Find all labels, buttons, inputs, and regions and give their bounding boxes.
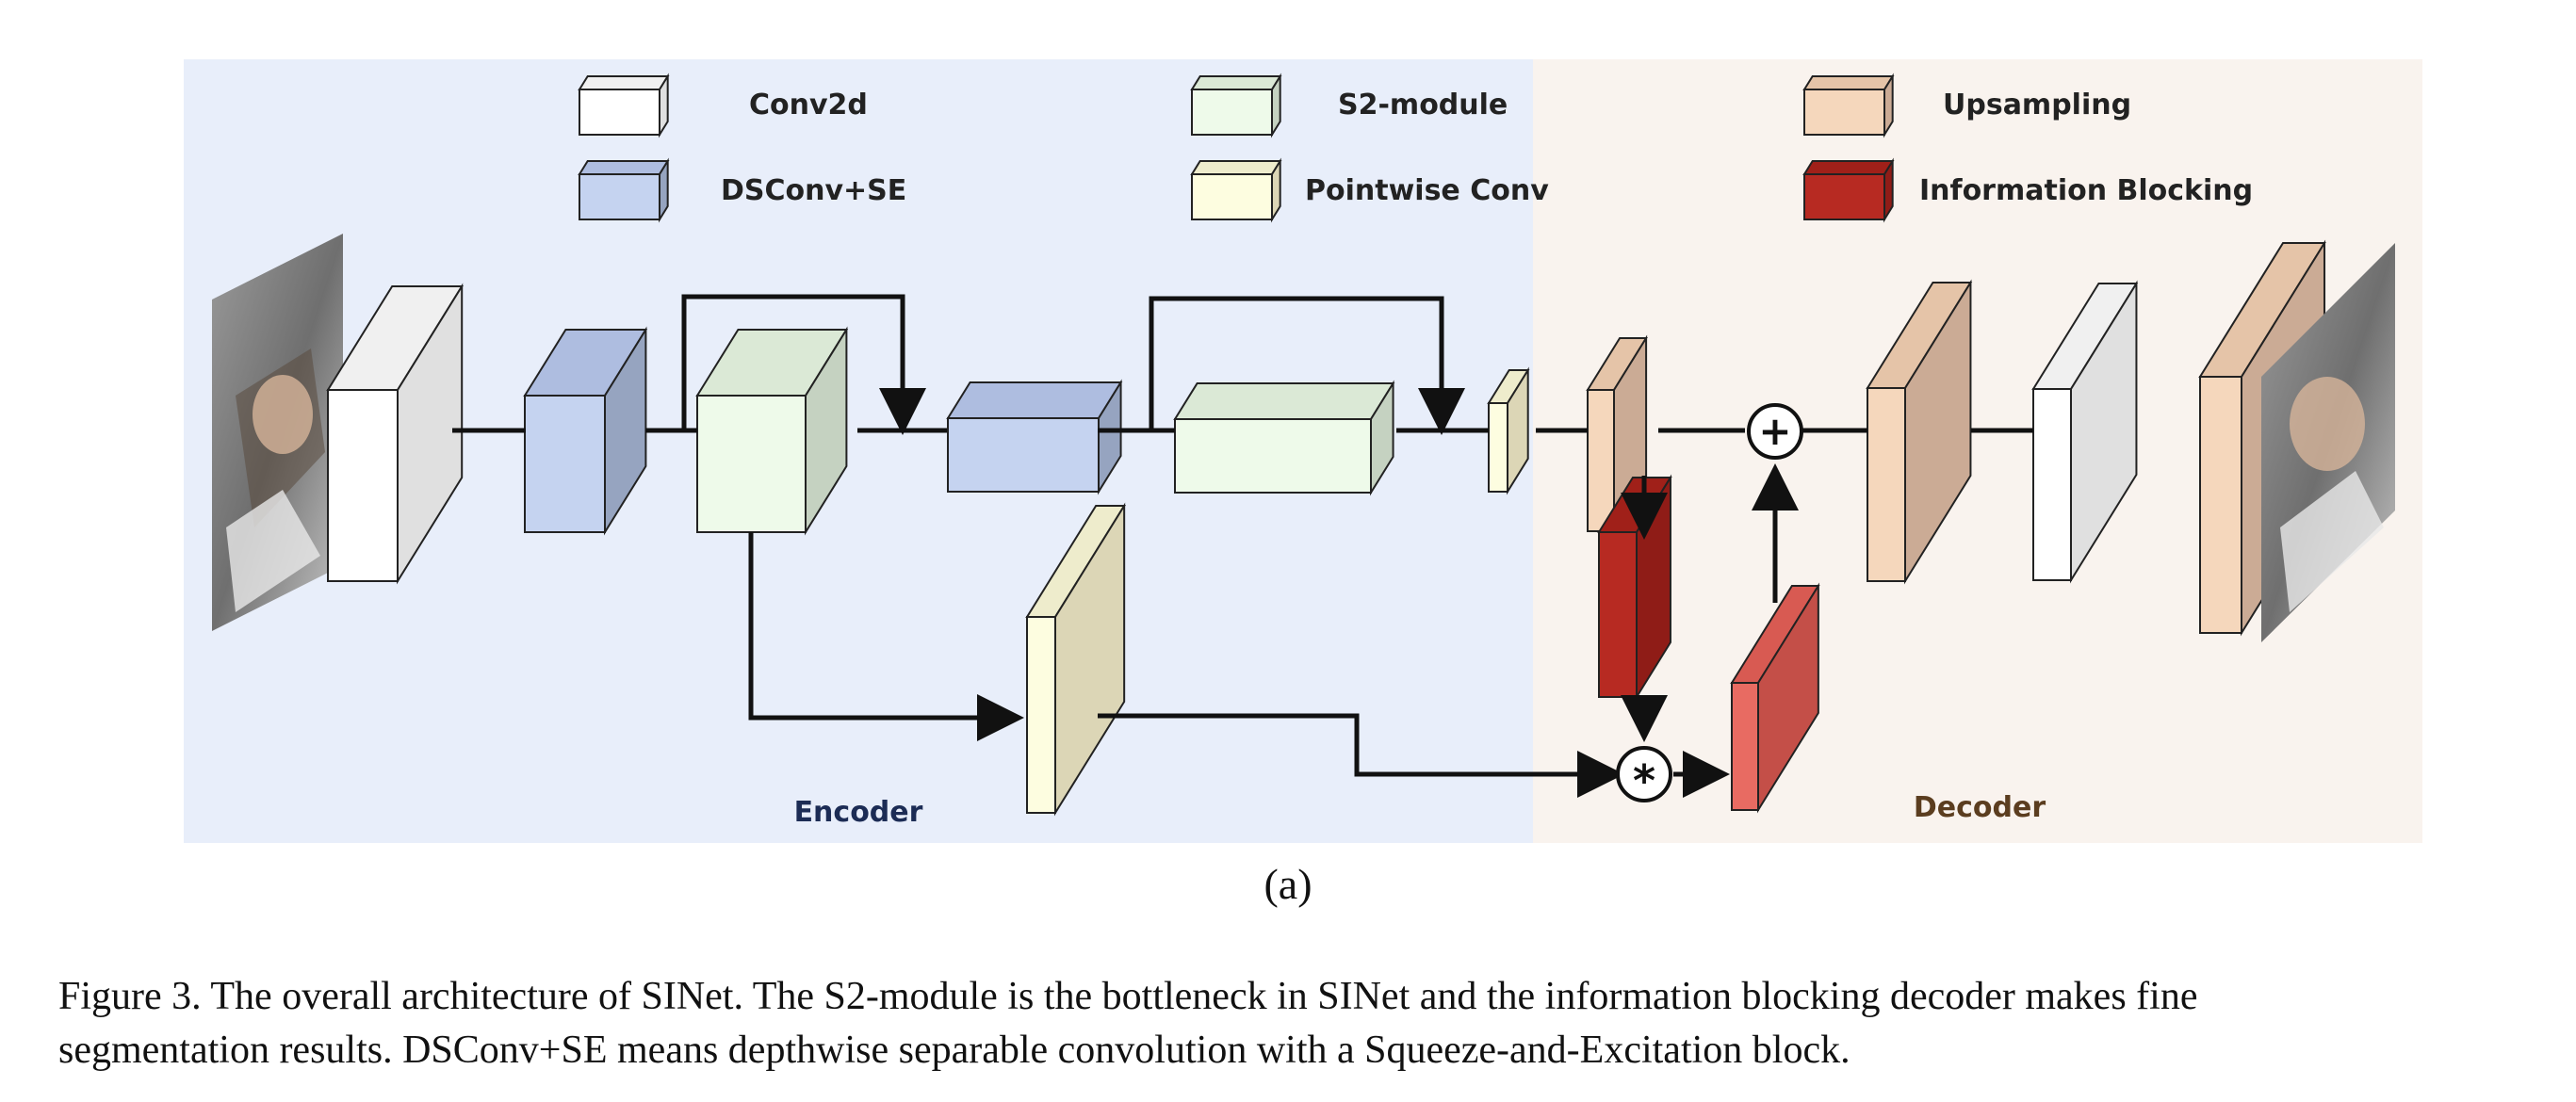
branch-to-pointwise — [748, 532, 1024, 741]
legend-swatch-5 — [1802, 157, 1895, 223]
multiply-operator: * — [1616, 746, 1672, 806]
skip-connection-1 — [681, 294, 926, 435]
encoder-label: Encoder — [794, 796, 923, 829]
legend-swatch-0 — [578, 73, 670, 138]
s2-module-block-2 — [1173, 380, 1395, 496]
caption-line-2: segmentation results. DSConv+SE means de… — [58, 1029, 1850, 1072]
input-image — [212, 234, 343, 631]
upsampling-block-1 — [1586, 334, 1648, 535]
conv2d-block-1 — [326, 283, 464, 585]
legend-label-0: Conv2d — [749, 89, 868, 122]
legend-label-5: Information Blocking — [1919, 174, 2253, 207]
network-blocks — [326, 239, 2326, 817]
legend-label-1: DSConv+SE — [721, 174, 906, 207]
add-operator: + — [1747, 403, 1803, 460]
skip-connection-2 — [1149, 296, 1465, 435]
caption-line-1: Figure 3. The overall architecture of SI… — [58, 975, 2198, 1018]
decoder-label: Decoder — [1914, 791, 2046, 824]
legend-swatch-2 — [1190, 73, 1282, 138]
legend-label-3: Pointwise Conv — [1305, 174, 1549, 207]
legend-swatch-4 — [1802, 73, 1895, 138]
link-pointwise-multiply — [1098, 713, 1624, 798]
masked-block — [1730, 582, 1820, 814]
pointwise-conv-block-2 — [1025, 502, 1126, 817]
output-image — [2261, 243, 2395, 642]
multiply-symbol: * — [1633, 755, 1655, 806]
figure-caption: Figure 3. The overall architecture of SI… — [58, 970, 2546, 1078]
subfigure-label: (a) — [1264, 860, 1312, 908]
conv2d-block-2 — [2031, 280, 2139, 584]
connections — [452, 294, 2033, 798]
legend-label-4: Upsampling — [1943, 89, 2131, 122]
pointwise-conv-block-1 — [1487, 366, 1530, 495]
legend-label-2: S2-module — [1338, 89, 1508, 122]
upsampling-block-2 — [1866, 279, 1973, 585]
s2-module-block-1 — [695, 326, 849, 536]
legend-swatch-3 — [1190, 157, 1282, 223]
dsconv-block-2 — [946, 379, 1123, 495]
add-symbol: + — [1758, 408, 1791, 454]
legend-swatch-1 — [578, 157, 670, 223]
dsconv-block-1 — [523, 326, 648, 536]
